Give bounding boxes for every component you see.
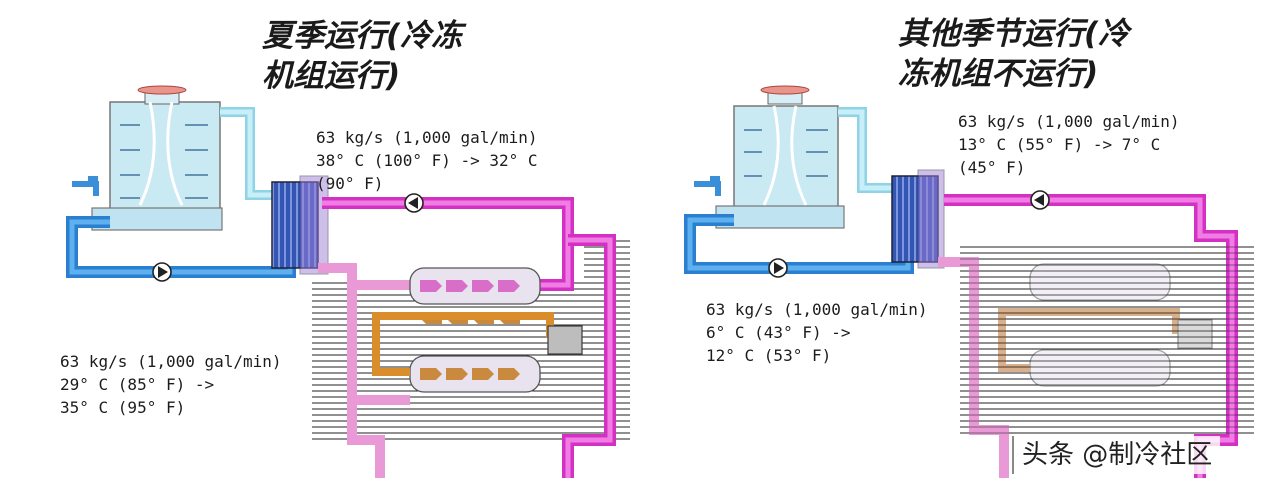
right-cooling-tower xyxy=(694,85,845,229)
title-summer: 夏季运行(冷冻 机组运行) xyxy=(262,16,462,96)
title-other-line-1: 其他季节运行(冷 xyxy=(898,16,1130,52)
watermark: 头条 @制冷社区 xyxy=(1012,436,1221,474)
title-summer-line-1: 夏季运行(冷冻 xyxy=(262,18,463,54)
note-left-bottom-line-1: 63 kg/s (1,000 gal/min) xyxy=(60,352,282,371)
note-left-top-line-1: 63 kg/s (1,000 gal/min) xyxy=(316,128,538,147)
note-right-bottom: 63 kg/s (1,000 gal/min) 6° C (43° F) -> … xyxy=(706,298,928,367)
note-right-top-line-1: 63 kg/s (1,000 gal/min) xyxy=(958,112,1180,131)
note-right-bottom-line-3: 12° C (53° F) xyxy=(706,346,832,365)
note-right-bottom-line-1: 63 kg/s (1,000 gal/min) xyxy=(706,300,928,319)
note-right-top-line-2: 13° C (55° F) -> 7° C xyxy=(958,135,1161,154)
left-chilled-return-pipe xyxy=(318,263,385,478)
left-compressor xyxy=(547,325,583,355)
note-left-top-line-2: 38° C (100° F) -> 32° C xyxy=(316,151,538,170)
left-system xyxy=(66,85,630,478)
note-left-bottom-line-3: 35° C (95° F) xyxy=(60,398,186,417)
left-chiller xyxy=(372,267,583,393)
note-right-top-line-3: (45° F) xyxy=(958,158,1026,177)
right-plate-heat-exchanger xyxy=(891,169,945,269)
note-left-bottom-line-2: 29° C (85° F) -> xyxy=(60,375,215,394)
note-left-top-line-3: (90° F) xyxy=(316,174,384,193)
note-right-top: 63 kg/s (1,000 gal/min) 13° C (55° F) ->… xyxy=(958,110,1180,179)
title-summer-line-2: 机组运行) xyxy=(262,58,401,94)
right-tower-return-pipe xyxy=(838,107,892,193)
left-tower-return-pipe xyxy=(220,107,272,200)
note-right-bottom-line-2: 6° C (43° F) -> xyxy=(706,323,851,342)
left-plate-heat-exchanger xyxy=(271,175,329,275)
right-system xyxy=(684,85,1254,478)
note-left-top: 63 kg/s (1,000 gal/min) 38° C (100° F) -… xyxy=(316,126,538,195)
title-other-seasons: 其他季节运行(冷 冻机组不运行) xyxy=(898,14,1129,94)
note-left-bottom: 63 kg/s (1,000 gal/min) 29° C (85° F) ->… xyxy=(60,350,282,419)
left-cooling-tower xyxy=(72,85,223,231)
title-other-line-2: 冻机组不运行) xyxy=(898,56,1099,92)
